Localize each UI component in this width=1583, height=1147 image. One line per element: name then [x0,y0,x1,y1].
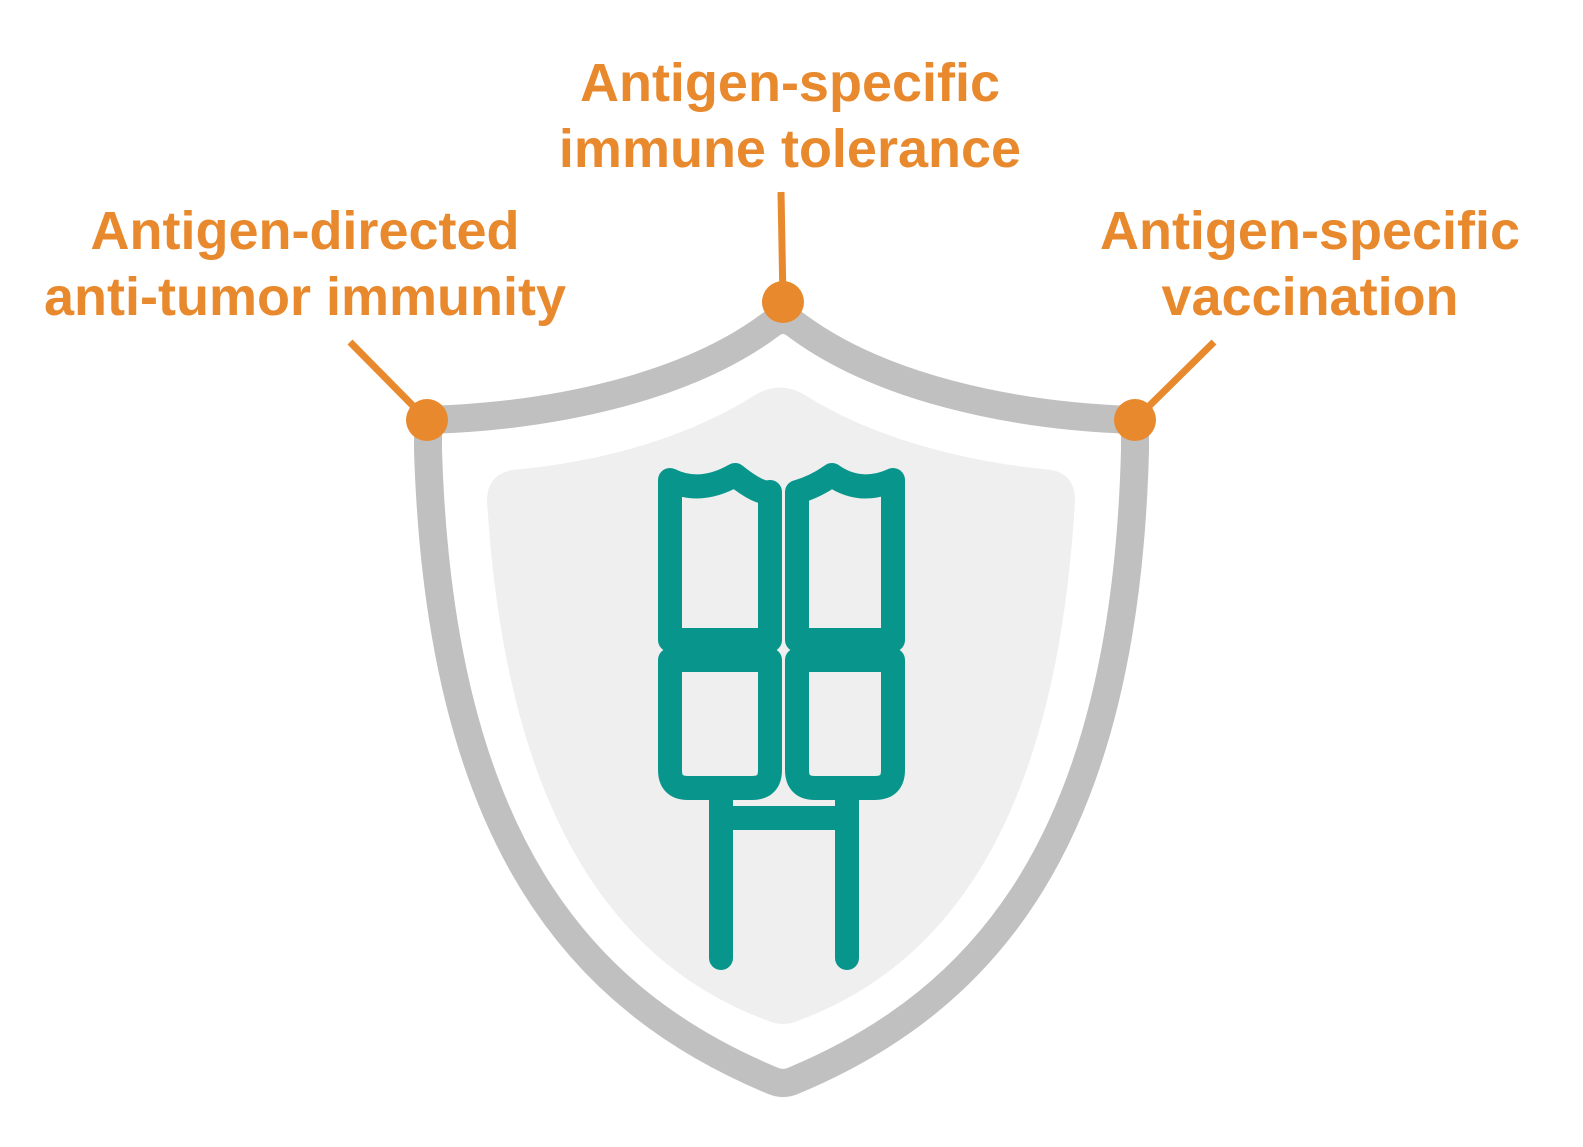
label-right-line1: Antigen-specific [1099,201,1521,261]
label-top-line1: Antigen-specific [579,53,1001,113]
connector-dots [406,281,1156,441]
dot-top [762,281,804,323]
label-right: Antigen-specific vaccination [1075,198,1545,330]
label-left-line2: anti-tumor immunity [44,267,566,327]
dot-left [406,399,448,441]
label-top-line2: immune tolerance [558,119,1022,179]
dot-right [1114,399,1156,441]
label-top: Antigen-specific immune tolerance [530,50,1050,182]
label-right-line2: vaccination [1161,267,1459,327]
label-left-line1: Antigen-directed [90,201,520,261]
label-left: Antigen-directed anti-tumor immunity [20,198,590,330]
t-cell-receptor-icon [658,463,905,970]
